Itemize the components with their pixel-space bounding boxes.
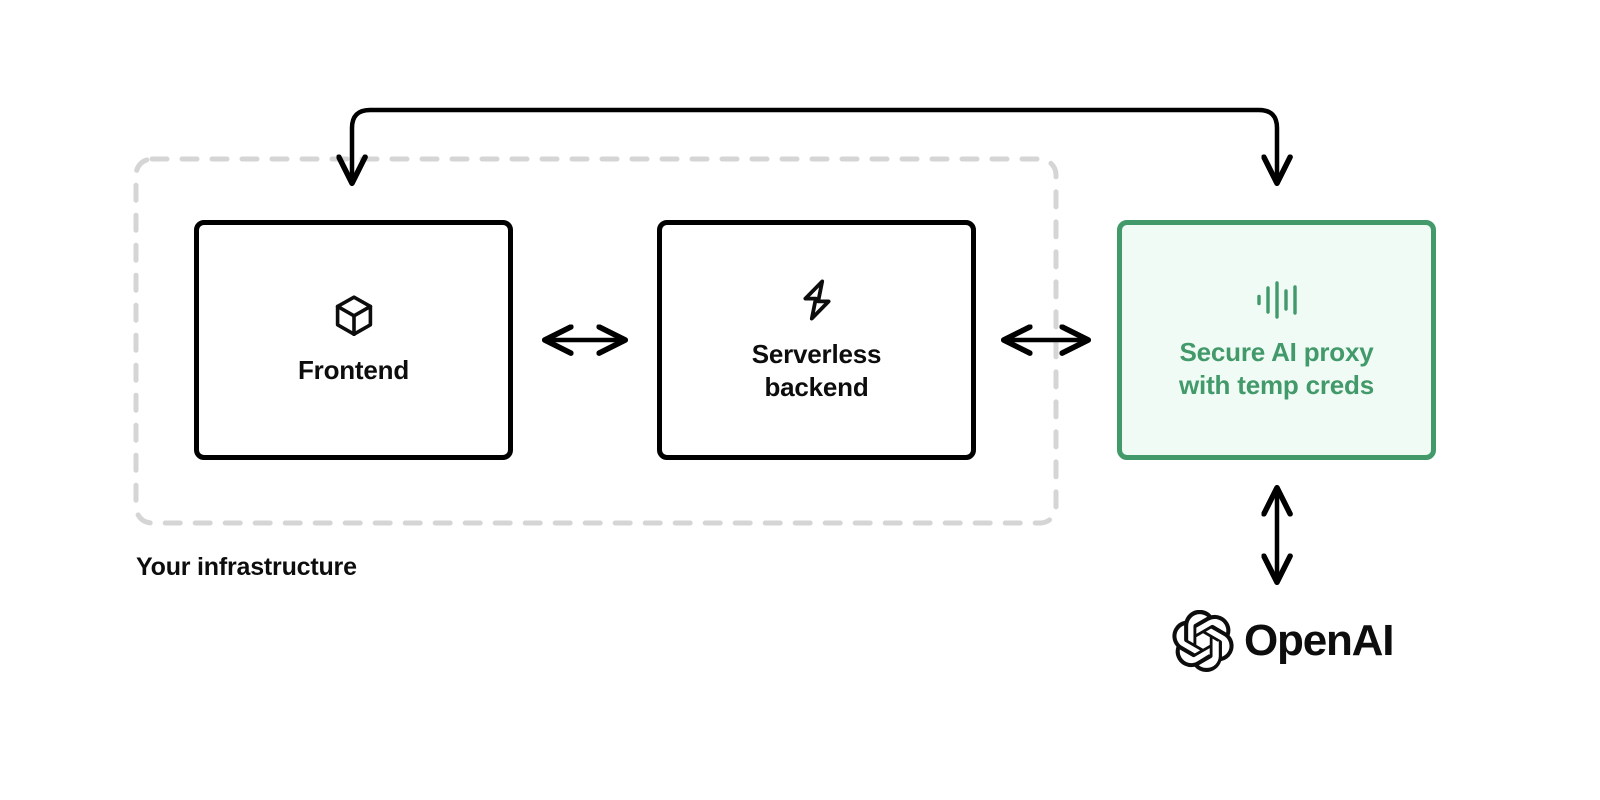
cube-icon: [330, 292, 378, 340]
node-serverless-backend-label: Serverless backend: [751, 338, 882, 402]
lightning-bolt-icon: [793, 276, 841, 324]
infrastructure-boundary-label: Your infrastructure: [136, 553, 357, 581]
node-frontend-label: Frontend: [297, 355, 410, 386]
openai-lockup: OpenAI: [1172, 609, 1394, 673]
openai-blossom-logo: [1172, 609, 1234, 673]
node-secure-ai-proxy-label: Secure AI proxy with temp creds: [1179, 336, 1374, 400]
openai-wordmark: OpenAI: [1244, 616, 1394, 665]
node-serverless-backend[interactable]: Serverless backend: [657, 220, 976, 460]
connector-frontend-proxy-bridge: [352, 107, 1277, 182]
audio-waveform-icon: [1252, 278, 1302, 322]
node-secure-ai-proxy[interactable]: Secure AI proxy with temp creds: [1117, 220, 1436, 460]
node-frontend[interactable]: Frontend: [194, 220, 513, 460]
